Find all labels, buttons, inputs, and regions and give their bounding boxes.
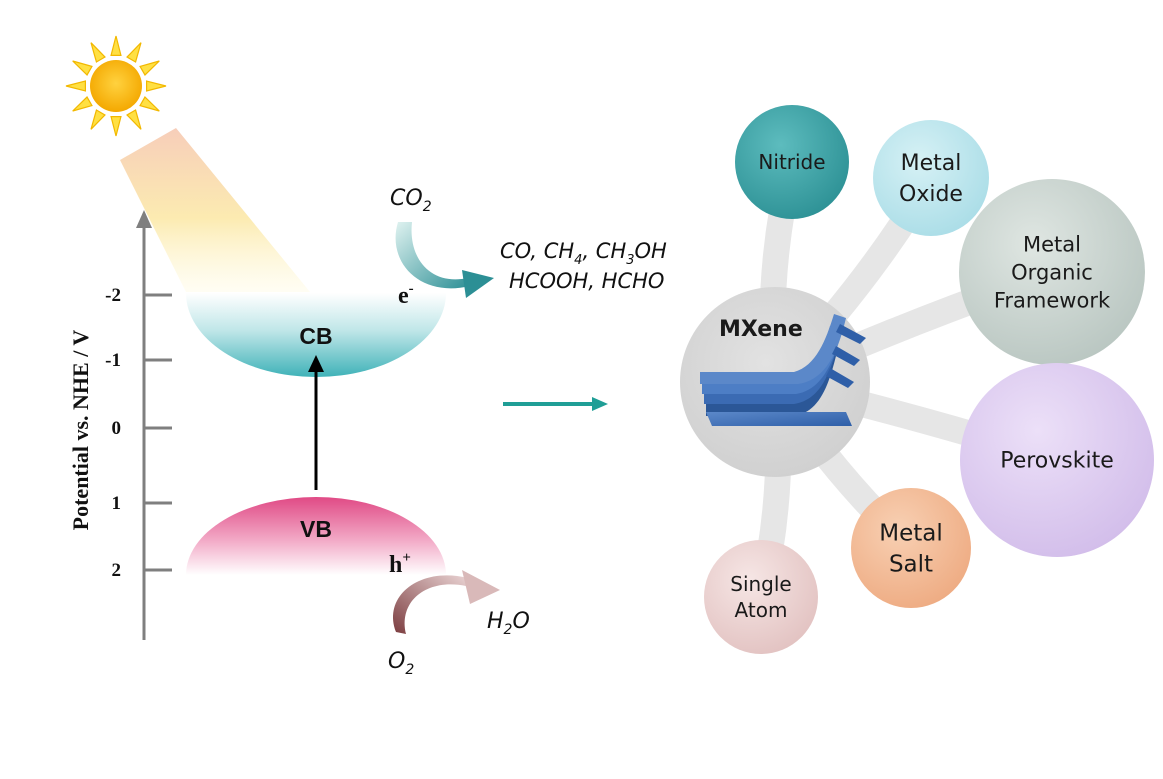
node-perovskite: Perovskite [960, 363, 1154, 557]
node-mof-label: Framework [994, 288, 1111, 312]
node-nitride-circle [735, 105, 849, 219]
y-axis-arrowhead [136, 210, 152, 228]
co2-label: CO2 [390, 186, 432, 215]
light-beam [120, 128, 310, 292]
sun-ray [139, 60, 160, 76]
products-line2: HCOOH, HCHO [509, 269, 664, 293]
sun-ray [110, 116, 122, 137]
node-metal-salt-label: Metal [879, 521, 943, 547]
valence-band [186, 497, 446, 575]
co2-reduction-arrowhead [462, 270, 494, 298]
water-oxidation-arrowhead [462, 570, 500, 604]
vb-label: VB [300, 516, 332, 542]
node-single-atom-label: Single [730, 572, 791, 596]
sun-icon [65, 35, 167, 137]
conduction-band [186, 293, 446, 377]
node-metal-salt-circle [851, 488, 971, 608]
mxene-sheets-icon [700, 314, 866, 426]
y-axis-label: Potential vs. NHE / V [68, 330, 93, 531]
sun-ray [90, 109, 106, 130]
sun-ray [139, 96, 160, 112]
y-axis-tick-label: -1 [105, 350, 121, 371]
sun-ray [126, 42, 142, 63]
y-axis-tick-label: -2 [105, 285, 121, 306]
co2-reduction-arrow [395, 222, 470, 289]
node-single-atom-label: Atom [735, 598, 788, 622]
node-nitride-label: Nitride [758, 150, 825, 174]
sun-ray [72, 96, 93, 112]
products-line1: CO, CH4, CH3OH [500, 239, 667, 268]
sun-ray [72, 60, 93, 76]
node-metal-salt-label: Salt [889, 552, 933, 578]
y-axis-tick-label: 2 [112, 560, 122, 581]
sun-ray [146, 80, 167, 92]
mxene-label: MXene [719, 317, 803, 342]
node-metal-oxide-label: Metal [901, 151, 962, 176]
y-axis-tick-label: 1 [112, 493, 122, 514]
node-mof-label: Metal [1023, 232, 1081, 256]
o2-label: O2 [388, 649, 414, 678]
hole-label: h+ [389, 550, 411, 578]
water-oxidation-arrow [393, 575, 468, 634]
node-perovskite-circle [960, 363, 1154, 557]
node-mof-circle [959, 179, 1145, 365]
excitation-arrowhead [308, 355, 324, 372]
sun-ray [126, 109, 142, 130]
node-mof-label: Organic [1011, 260, 1093, 284]
sun-ray [90, 42, 106, 63]
h2o-label: H2O [487, 609, 530, 638]
sun-ray [110, 35, 122, 56]
y-axis-tick-label: 0 [112, 418, 122, 439]
node-metal-oxide-label: Oxide [899, 182, 963, 207]
electron-label: e- [398, 281, 414, 309]
cb-label: CB [299, 323, 332, 349]
node-nitride: Nitride [735, 105, 849, 219]
transition-arrowhead [592, 397, 608, 411]
node-perovskite-label: Perovskite [1000, 449, 1114, 474]
node-metal-oxide-circle [873, 120, 989, 236]
sun-ray [65, 80, 86, 92]
y-axis-ticks: -2 -1 0 1 2 [105, 285, 172, 581]
node-single-atom-circle [704, 540, 818, 654]
